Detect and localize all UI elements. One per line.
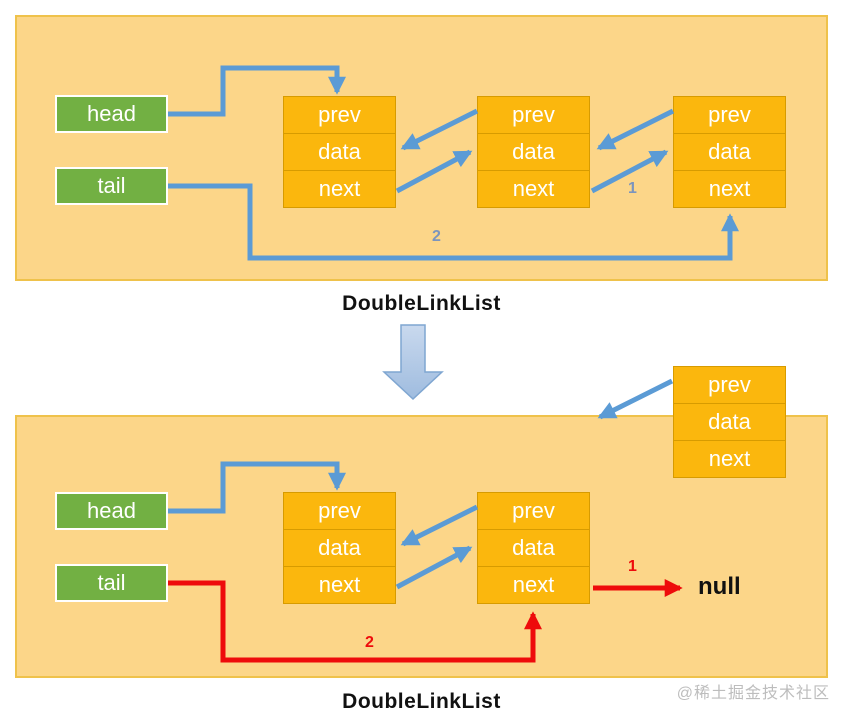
bottom-head-box: head (55, 492, 168, 530)
top-step-1-label: 1 (628, 180, 637, 197)
top-head-box: head (55, 95, 168, 133)
removed-node-prev-arrow (597, 378, 674, 420)
bottom-node-1-data-cell: data (283, 529, 396, 567)
top-node-1-data-cell: data (283, 133, 396, 171)
bottom-step-2-label: 2 (365, 634, 374, 651)
bottom-node-2-data-cell: data (477, 529, 590, 567)
bottom-node-1: prev data next (283, 492, 396, 604)
removed-node-prev-cell: prev (673, 366, 786, 404)
top-node-1-next-cell: next (283, 170, 396, 208)
bottom-node-2-next-cell: next (477, 566, 590, 604)
bottom-diagram-title: DoubleLinkList (342, 690, 501, 713)
bottom-node-1-next-cell: next (283, 566, 396, 604)
top-node-3-data-cell: data (673, 133, 786, 171)
null-label: null (698, 573, 741, 600)
top-step-2-label: 2 (432, 228, 441, 245)
top-node-2-prev-cell: prev (477, 96, 590, 134)
top-node-3: prev data next (673, 96, 786, 208)
removed-node: prev data next (673, 366, 786, 478)
top-node-2-next-cell: next (477, 170, 590, 208)
top-node-3-prev-cell: prev (673, 96, 786, 134)
removed-node-data-cell: data (673, 403, 786, 441)
top-node-3-next-cell: next (673, 170, 786, 208)
top-node-1-prev-cell: prev (283, 96, 396, 134)
transform-down-arrow (382, 324, 444, 401)
top-node-2-data-cell: data (477, 133, 590, 171)
removed-node-next-cell: next (673, 440, 786, 478)
top-node-2: prev data next (477, 96, 590, 208)
bottom-node-2-prev-cell: prev (477, 492, 590, 530)
bottom-step-1-label: 1 (628, 558, 637, 575)
top-diagram-title: DoubleLinkList (342, 292, 501, 315)
bottom-tail-box: tail (55, 564, 168, 602)
top-tail-box: tail (55, 167, 168, 205)
watermark: @稀土掘金技术社区 (676, 685, 830, 702)
bottom-node-2: prev data next (477, 492, 590, 604)
bottom-node-1-prev-cell: prev (283, 492, 396, 530)
top-node-1: prev data next (283, 96, 396, 208)
